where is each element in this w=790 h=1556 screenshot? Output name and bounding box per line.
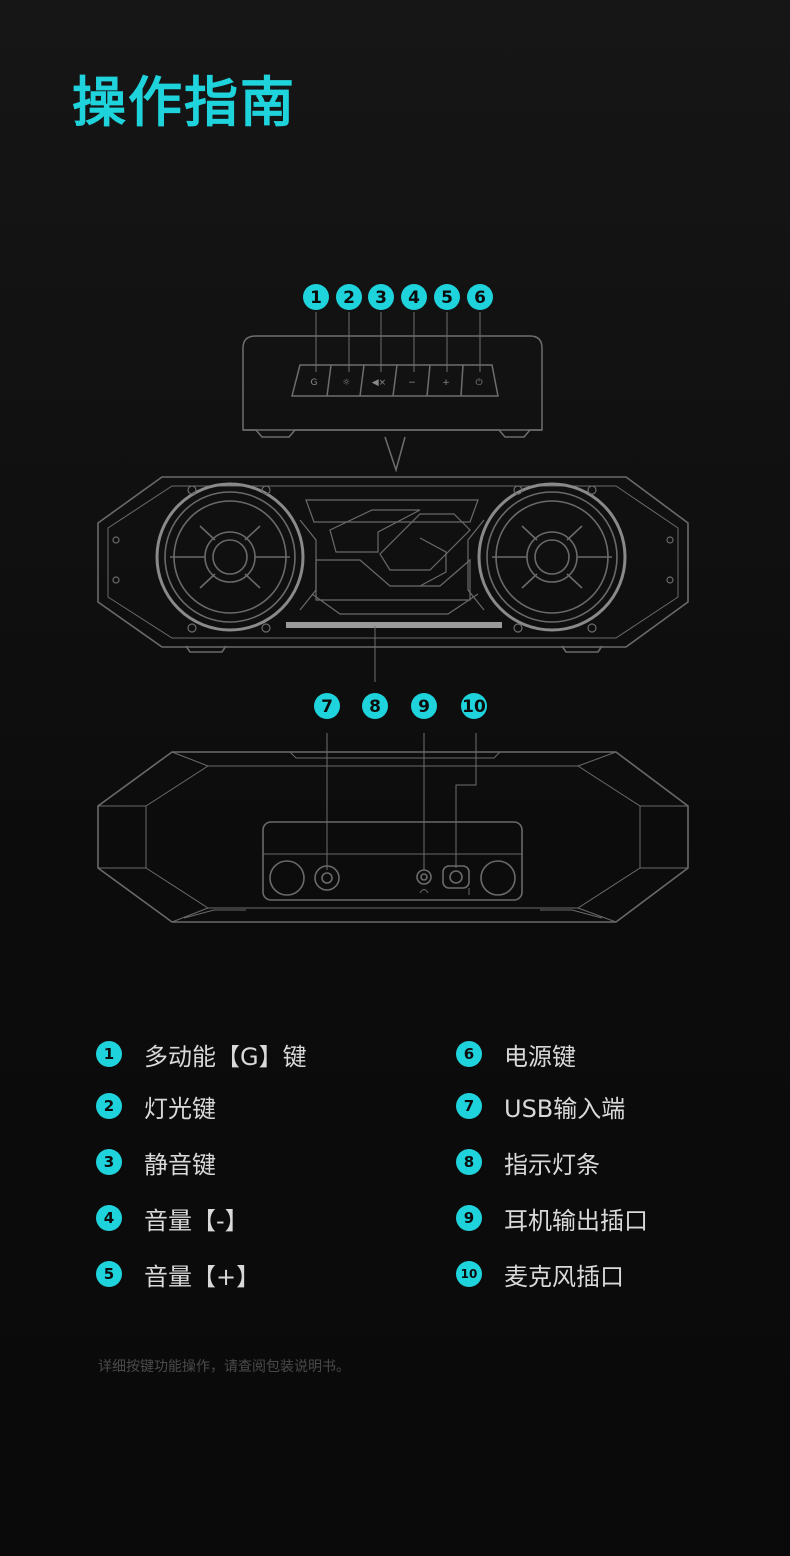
control-panel-glyphs: G ☼ ◀× − + ⏻	[311, 377, 483, 388]
svg-text:5: 5	[441, 288, 453, 308]
callout-3: 3	[368, 284, 394, 310]
callout-8: 8	[362, 693, 388, 719]
legend-badge: 6	[456, 1041, 482, 1067]
callout-10: 10	[461, 693, 487, 719]
legend-badge: 7	[456, 1093, 482, 1119]
legend-item-indicator-light: 8 指示灯条	[456, 1144, 600, 1180]
callout-5: 5	[434, 284, 460, 310]
indicator-light-bar	[286, 622, 502, 628]
right-bass-port-icon	[480, 860, 516, 896]
svg-text:2: 2	[343, 288, 355, 308]
svg-text:4: 4	[408, 288, 420, 308]
legend-badge: 5	[96, 1261, 122, 1287]
legend-badge: 9	[456, 1205, 482, 1231]
right-woofer-icon	[477, 482, 627, 632]
callout-9: 9	[411, 693, 437, 719]
page-title: 操作指南	[72, 71, 296, 134]
control-panel-zoom	[242, 335, 543, 473]
legend-item-headphone-jack: 9 耳机输出插口	[456, 1200, 648, 1236]
volume-up-glyph: +	[442, 378, 450, 388]
legend-label: 音量【-】	[144, 1206, 249, 1235]
svg-text:8: 8	[369, 697, 381, 717]
legend-item-light-key: 2 灯光键	[96, 1088, 216, 1124]
light-key-glyph: ☼	[342, 378, 350, 388]
legend-label: 耳机输出插口	[504, 1206, 648, 1235]
legend-item-usb-input: 7 USB输入端	[456, 1088, 625, 1124]
callout-2: 2	[336, 284, 362, 310]
volume-down-glyph: −	[408, 378, 416, 388]
top-callouts: 1 2 3 4 5 6	[303, 284, 493, 372]
speaker-back-view	[97, 751, 689, 923]
legend-label: 指示灯条	[504, 1150, 600, 1179]
legend-item-g-key: 1 多动能【G】键	[96, 1036, 307, 1072]
legend-item-mute-key: 3 静音键	[96, 1144, 216, 1180]
legend-label: 电源键	[504, 1042, 576, 1071]
svg-text:9: 9	[418, 697, 430, 717]
callout-4: 4	[401, 284, 427, 310]
legend-badge: 1	[96, 1041, 122, 1067]
callout-7: 7	[314, 693, 340, 719]
legend-label: 多动能【G】键	[144, 1042, 307, 1071]
legend-item-power-key: 6 电源键	[456, 1036, 576, 1072]
legend-badge: 4	[96, 1205, 122, 1231]
legend-item-mic-jack: 10 麦克风插口	[456, 1256, 624, 1292]
legend-badge: 10	[456, 1261, 482, 1287]
svg-text:3: 3	[375, 288, 387, 308]
center-grille	[299, 499, 485, 615]
legend-item-volume-up: 5 音量【+】	[96, 1256, 260, 1292]
speaker-diagram: 1 2 3 4 5 6 G ☼ ◀× − + ⏻	[97, 284, 689, 923]
power-key-glyph: ⏻	[475, 377, 482, 388]
svg-text:1: 1	[310, 288, 322, 308]
g-key-glyph: G	[311, 378, 318, 388]
microphone-jack-icon	[442, 865, 470, 889]
legend-item-volume-down: 4 音量【-】	[96, 1200, 249, 1236]
legend-badge: 3	[96, 1149, 122, 1175]
legend-badge: 2	[96, 1093, 122, 1119]
legend-label: USB输入端	[504, 1094, 626, 1123]
usb-port-icon	[314, 865, 340, 891]
left-woofer-icon	[155, 482, 305, 632]
mute-key-glyph: ◀×	[372, 378, 386, 388]
left-bass-port-icon	[269, 860, 305, 896]
legend-label: 麦克风插口	[504, 1262, 624, 1291]
callout-1: 1	[303, 284, 329, 310]
legend-label: 音量【+】	[144, 1262, 261, 1291]
svg-text:7: 7	[321, 697, 333, 717]
headphone-jack-icon	[416, 869, 432, 885]
legend-badge: 8	[456, 1149, 482, 1175]
svg-text:6: 6	[474, 288, 486, 308]
bottom-callouts: 7 8 9 10	[314, 693, 487, 870]
callout-6: 6	[467, 284, 493, 310]
legend-label: 静音键	[144, 1150, 216, 1179]
svg-text:10: 10	[462, 697, 486, 717]
speaker-front-view	[97, 476, 689, 653]
legend-label: 灯光键	[144, 1094, 216, 1123]
footnote: 详细按键功能操作，请查阅包装说明书。	[98, 1359, 350, 1375]
